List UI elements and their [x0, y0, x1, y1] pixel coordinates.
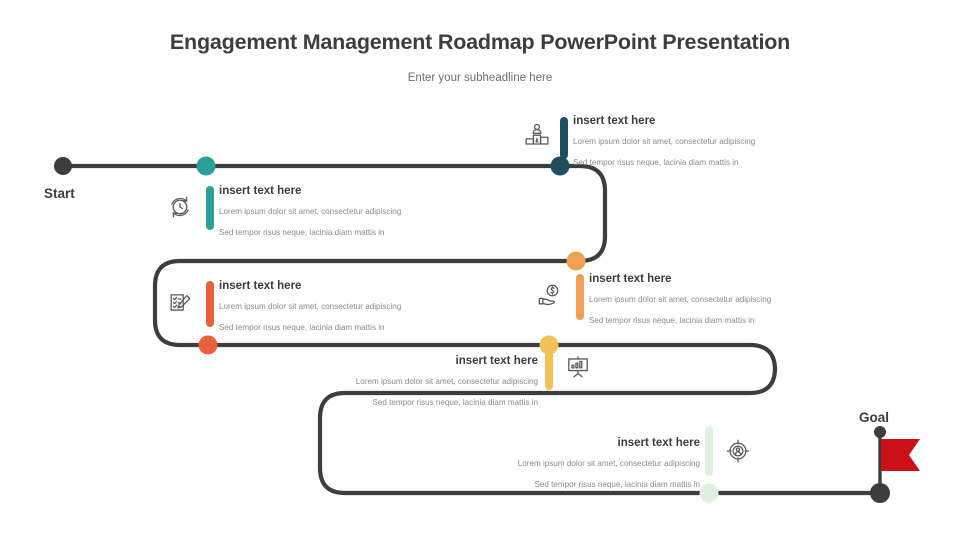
milestone-dot-1[interactable] [196, 156, 216, 176]
milestone-1-text: insert text here Lorem ipsum dolor sit a… [219, 184, 401, 247]
milestone-5-line1: Lorem ipsum dolor sit amet, consectetur … [355, 377, 538, 387]
milestone-1-line1: Lorem ipsum dolor sit amet, consectetur … [219, 207, 402, 217]
milestone-4-line2: Sed tempor risus neque, lacinia diam mat… [219, 322, 385, 332]
milestone-2-accent-bar [560, 117, 568, 159]
milestone-1-line2: Sed tempor risus neque, lacinia diam mat… [219, 227, 385, 237]
milestone-2-line1: Lorem ipsum dolor sit amet, consectetur … [573, 137, 756, 147]
goal-label: Goal [859, 410, 890, 425]
milestone-4-accent-bar [206, 281, 214, 327]
milestone-2-line2: Sed tempor risus neque, lacinia diam mat… [573, 157, 739, 167]
podium-winner-icon [522, 120, 552, 150]
page-title: Engagement Management Roadmap PowerPoint… [169, 30, 791, 54]
milestone-6-heading: insert text here [617, 437, 700, 449]
milestone-5-accent-bar [545, 344, 553, 390]
milestone-3-accent-bar [576, 274, 584, 320]
milestone-4-heading: insert text here [219, 280, 302, 292]
checklist-pencil-icon [165, 287, 195, 317]
milestone-3-text: insert text here Lorem ipsum dolor sit a… [589, 272, 771, 335]
milestone-1-heading: insert text here [219, 185, 302, 197]
milestone-1-accent-bar [206, 186, 214, 230]
milestone-4-text: insert text here Lorem ipsum dolor sit a… [219, 279, 401, 342]
hand-money-icon [535, 280, 565, 310]
target-person-icon [723, 436, 753, 466]
milestone-4-line1: Lorem ipsum dolor sit amet, consectetur … [219, 302, 402, 312]
milestone-2-text: insert text here Lorem ipsum dolor sit a… [573, 114, 755, 177]
milestone-6-line1: Lorem ipsum dolor sit amet, consectetur … [517, 459, 700, 469]
refresh-clock-icon [165, 192, 195, 222]
milestone-3-heading: insert text here [589, 273, 672, 285]
roadmap-route-line [60, 163, 883, 496]
milestone-2-heading: insert text here [573, 115, 656, 127]
presentation-chart-icon [563, 352, 593, 382]
goal-flag-top-dot [874, 426, 886, 438]
milestone-dot-2[interactable] [550, 156, 570, 176]
page-subtitle: Enter your subheadline here [407, 72, 553, 84]
milestone-6-text: insert text here Lorem ipsum dolor sit a… [455, 436, 700, 499]
milestone-5-line2: Sed tempor risus neque, lacinia diam mat… [372, 397, 538, 407]
milestone-6-accent-bar [705, 426, 713, 476]
milestone-5-text: insert text here Lorem ipsum dolor sit a… [325, 354, 538, 417]
start-label: Start [44, 186, 75, 201]
milestone-3-line1: Lorem ipsum dolor sit amet, consectetur … [589, 295, 772, 305]
milestone-dot-3[interactable] [566, 251, 586, 271]
milestone-dot-4[interactable] [198, 335, 218, 355]
milestone-6-line2: Sed tempor risus neque, lacinia diam mat… [534, 479, 700, 489]
milestone-3-line2: Sed tempor risus neque, lacinia diam mat… [589, 315, 755, 325]
start-dot [54, 157, 72, 175]
milestone-dot-6[interactable] [699, 483, 719, 503]
milestone-5-heading: insert text here [455, 355, 538, 367]
goal-flag [881, 439, 920, 471]
